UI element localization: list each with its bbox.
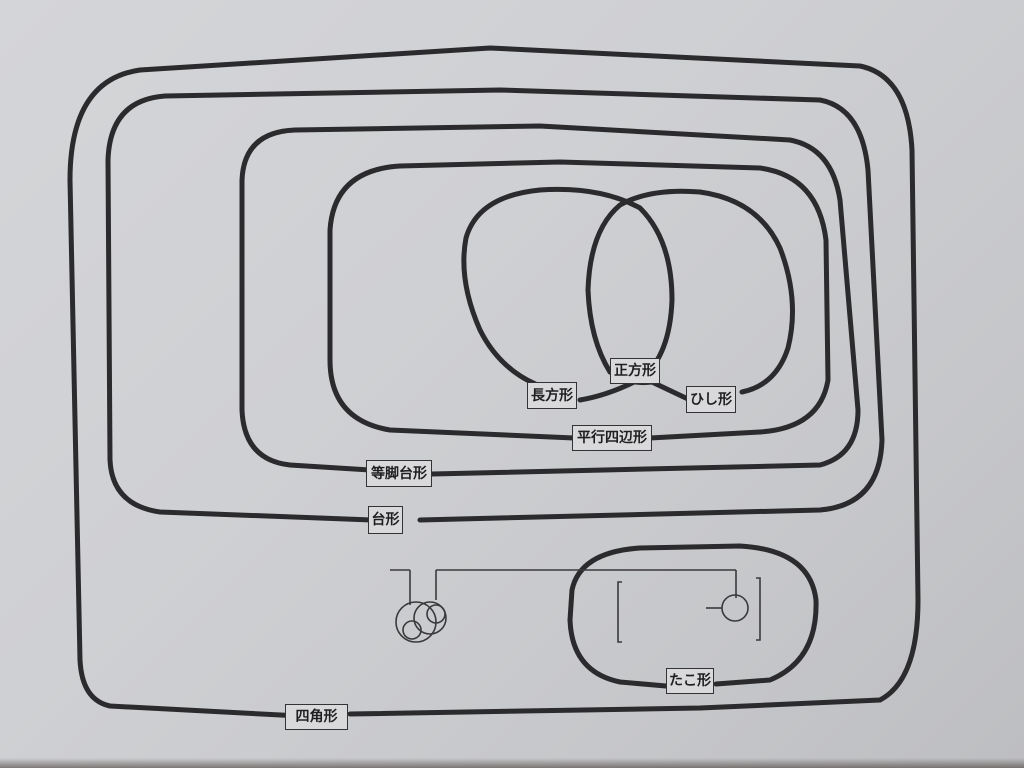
legend-circle bbox=[402, 620, 422, 640]
label-rectangle: 長方形 bbox=[527, 382, 577, 409]
label-square: 正方形 bbox=[610, 358, 660, 384]
label-quadrilateral: 四角形 bbox=[285, 704, 348, 730]
bracket-left bbox=[617, 581, 622, 643]
label-parallelogram: 平行四辺形 bbox=[572, 425, 652, 451]
legend-circle bbox=[721, 594, 749, 622]
trapezoid-loop bbox=[105, 87, 885, 523]
label-trapezoid: 台形 bbox=[368, 506, 403, 534]
isosceles-trapezoid-loop bbox=[239, 123, 861, 477]
legend-circle bbox=[413, 601, 447, 635]
legend-circle bbox=[426, 604, 446, 624]
kite-loop bbox=[567, 543, 819, 689]
label-isosceles-trapezoid: 等脚台形 bbox=[366, 460, 432, 487]
label-kite: たこ形 bbox=[666, 668, 714, 694]
quadrilateral-loop bbox=[67, 45, 921, 719]
legend-circle bbox=[395, 601, 437, 643]
label-rhombus: ひし形 bbox=[686, 386, 736, 413]
bracket-right bbox=[756, 577, 761, 641]
parallelogram-loop bbox=[327, 159, 831, 441]
paper-edge-shadow bbox=[0, 758, 1024, 768]
